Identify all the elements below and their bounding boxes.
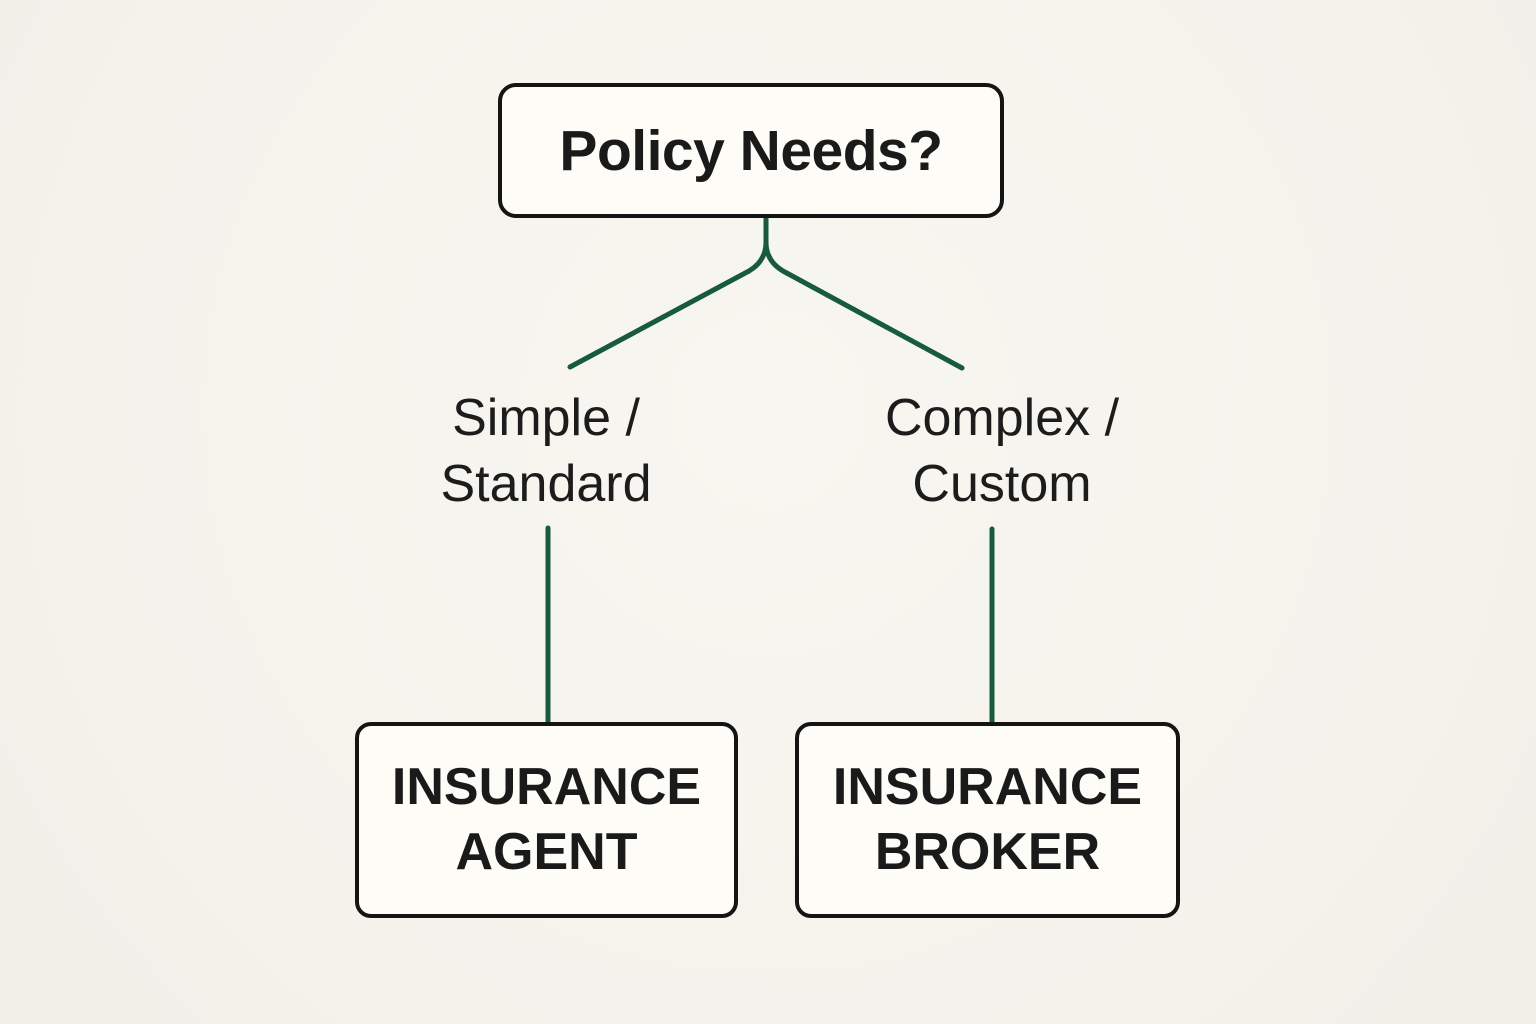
- branch-condition-complex-custom: Complex / Custom: [884, 389, 1120, 513]
- leaf-node-insurance-agent: INSURANCE AGENT: [355, 722, 738, 918]
- branch-condition-simple-standard: Simple / Standard: [440, 389, 652, 513]
- leaf-node-insurance-broker: INSURANCE BROKER: [795, 722, 1180, 918]
- insurance-agent-label: INSURANCE AGENT: [391, 758, 702, 881]
- root-node-label: Policy Needs?: [559, 118, 943, 183]
- insurance-broker-label: INSURANCE BROKER: [832, 758, 1143, 881]
- connector-root-to-complex-branch: [763, 212, 965, 371]
- connector-root-to-simple-branch: [567, 212, 769, 370]
- root-node-policy-needs: Policy Needs?: [498, 83, 1004, 218]
